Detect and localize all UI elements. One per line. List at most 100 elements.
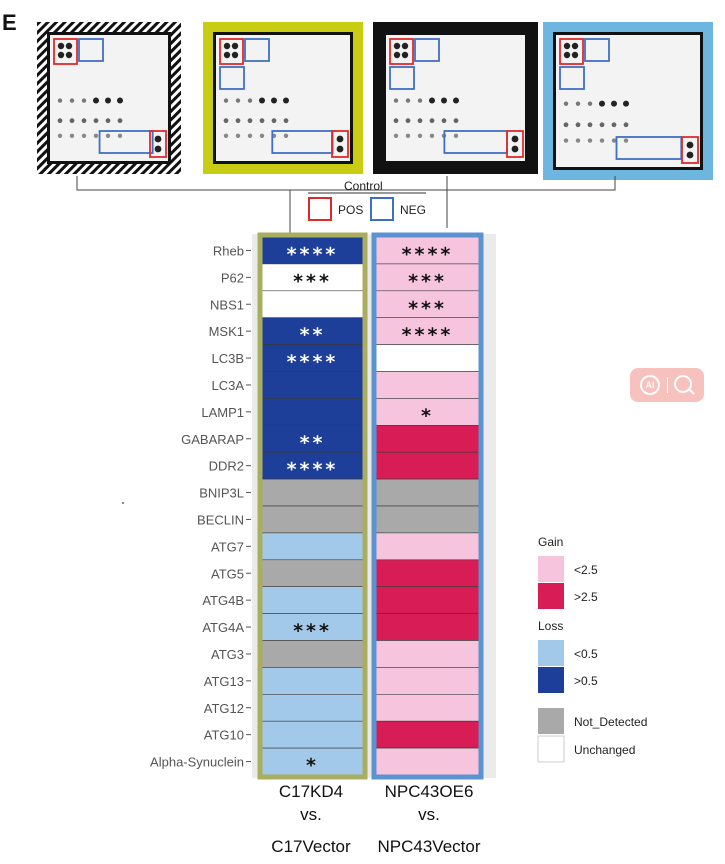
significance-stars-1-1: *** bbox=[408, 270, 447, 292]
significance-stars-1-0: **** bbox=[402, 243, 454, 265]
heatmap-cell-1-1 bbox=[375, 263, 480, 292]
pos-box bbox=[331, 130, 349, 158]
ai-assistant-badge[interactable]: AI bbox=[630, 368, 704, 402]
stray-dot bbox=[122, 502, 124, 504]
row-label: BNIP3L bbox=[199, 486, 244, 501]
row-label: LC3B bbox=[211, 351, 244, 366]
heatmap-cell-0-8 bbox=[259, 451, 366, 480]
blot-image-2 bbox=[203, 22, 363, 174]
heatmap-cell-1-19 bbox=[375, 747, 480, 776]
heatmap-cell-0-19 bbox=[259, 747, 366, 776]
significance-stars-0-3: ** bbox=[300, 324, 326, 346]
legend-unchanged-swatch bbox=[537, 735, 565, 763]
heatmap-cell-0-18 bbox=[259, 720, 366, 749]
heatmap: **************************************Rh… bbox=[150, 232, 496, 780]
neg-box bbox=[219, 66, 245, 90]
neg-box bbox=[244, 38, 270, 62]
heatmap-cell-0-10 bbox=[259, 505, 366, 534]
row-label: NBS1 bbox=[210, 297, 244, 312]
ai-icon: AI bbox=[640, 375, 660, 395]
heatmap-cell-1-11 bbox=[375, 532, 480, 561]
pos-box bbox=[149, 130, 167, 158]
heatmap-cell-0-5 bbox=[259, 371, 366, 399]
heatmap-cell-1-4 bbox=[375, 344, 480, 372]
array-blot-images bbox=[37, 22, 713, 180]
heatmap-cell-1-5 bbox=[375, 371, 480, 399]
row-label: LC3A bbox=[211, 378, 244, 393]
significance-stars-0-0: **** bbox=[287, 243, 339, 265]
heatmap-cell-1-7 bbox=[375, 424, 480, 453]
significance-stars-0-8: **** bbox=[287, 459, 339, 481]
neg-box bbox=[78, 38, 104, 62]
legend-loss-low-label: <0.5 bbox=[574, 647, 598, 661]
neg-label: NEG bbox=[400, 203, 426, 217]
pos-box bbox=[219, 38, 244, 65]
significance-stars-1-6: * bbox=[421, 405, 434, 427]
heatmap-cell-1-6 bbox=[375, 398, 480, 426]
heatmap-cell-0-9 bbox=[259, 478, 366, 507]
significance-stars-0-19: * bbox=[306, 755, 319, 777]
heatmap-legend: Gain <2.5 >2.5 Loss <0.5 >0.5 Not_Detect… bbox=[537, 535, 647, 763]
heatmap-cell-0-12 bbox=[259, 559, 366, 587]
row-label: ATG4A bbox=[202, 620, 244, 635]
col2-label-line2: vs. bbox=[418, 805, 440, 824]
heatmap-cell-1-9 bbox=[375, 478, 480, 507]
heatmap-cell-0-13 bbox=[259, 586, 366, 614]
row-label: P62 bbox=[221, 270, 244, 285]
row-label: DDR2 bbox=[209, 459, 244, 474]
heatmap-cell-1-18 bbox=[375, 720, 480, 749]
pos-swatch bbox=[308, 197, 332, 221]
col2-label-line1: NPC43OE6 bbox=[385, 782, 474, 801]
neg-box bbox=[389, 66, 415, 90]
neg-box bbox=[584, 38, 610, 62]
c17-column-frame bbox=[257, 232, 368, 780]
heatmap-cell-1-8 bbox=[375, 451, 480, 480]
neg-box bbox=[98, 130, 154, 154]
legend-unchanged-label: Unchanged bbox=[574, 743, 635, 757]
row-label: ATG3 bbox=[211, 647, 244, 662]
heatmap-cell-0-2 bbox=[259, 290, 366, 318]
heatmap-cell-1-12 bbox=[375, 559, 480, 587]
blot-image-4 bbox=[543, 22, 713, 180]
row-label: ATG12 bbox=[204, 701, 244, 716]
legend-not-detected-swatch bbox=[538, 708, 564, 734]
heatmap-cell-1-16 bbox=[375, 667, 480, 695]
neg-box bbox=[559, 66, 585, 90]
col2-label-line3: NPC43Vector bbox=[378, 837, 481, 856]
neg-swatch bbox=[370, 197, 394, 221]
row-label: GABARAP bbox=[181, 432, 244, 447]
significance-stars-1-2: *** bbox=[408, 297, 447, 319]
legend-not-detected-label: Not_Detected bbox=[574, 715, 647, 729]
heatmap-cell-1-15 bbox=[375, 640, 480, 668]
search-icon[interactable] bbox=[674, 375, 692, 393]
row-label: ATG7 bbox=[211, 539, 244, 554]
significance-stars-0-4: **** bbox=[287, 351, 339, 373]
control-legend: Control POS NEG bbox=[308, 179, 426, 221]
col1-label-line2: vs. bbox=[300, 805, 322, 824]
legend-gain-title: Gain bbox=[538, 535, 563, 549]
legend-loss-high-swatch bbox=[538, 667, 564, 693]
heatmap-cell-0-15 bbox=[259, 640, 366, 668]
legend-loss-title: Loss bbox=[538, 619, 563, 633]
legend-loss-high-label: >0.5 bbox=[574, 674, 598, 688]
row-label: Alpha-Synuclein bbox=[150, 755, 244, 770]
heatmap-cell-0-3 bbox=[259, 317, 366, 345]
significance-stars-1-3: **** bbox=[402, 324, 454, 346]
col1-label-line3: C17Vector bbox=[271, 837, 351, 856]
col1-label-line1: C17KD4 bbox=[279, 782, 343, 801]
blot-connector-lines bbox=[76, 176, 616, 237]
row-label: ATG4B bbox=[202, 593, 244, 608]
row-label: ATG13 bbox=[204, 674, 244, 689]
heatmap-cell-1-10 bbox=[375, 505, 480, 534]
column-labels: C17KD4 vs. C17Vector NPC43OE6 vs. NPC43V… bbox=[271, 782, 481, 856]
row-label: Rheb bbox=[213, 243, 244, 258]
heatmap-cell-0-6 bbox=[259, 398, 366, 426]
blot-image-1 bbox=[37, 22, 181, 174]
legend-gain-low-swatch bbox=[538, 556, 564, 582]
heatmap-cell-1-13 bbox=[375, 586, 480, 614]
row-label: ATG10 bbox=[204, 728, 244, 743]
heatmap-cell-0-4 bbox=[259, 344, 366, 372]
row-label: MSK1 bbox=[209, 324, 244, 339]
legend-gain-high-swatch bbox=[538, 583, 564, 609]
